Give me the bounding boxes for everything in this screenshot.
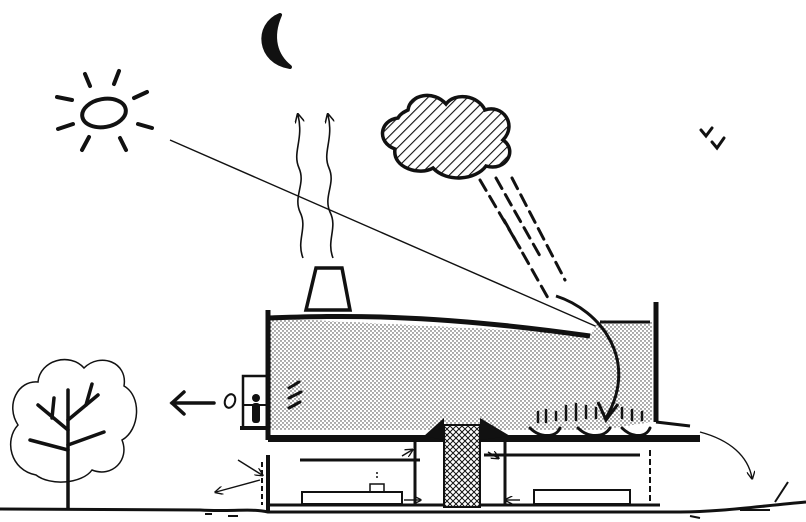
arrow-left-icon	[172, 392, 214, 414]
sun-icon	[57, 71, 152, 150]
heat-waves	[297, 115, 333, 258]
chimney	[306, 268, 350, 310]
moon-icon	[263, 15, 290, 67]
tree-icon	[11, 360, 137, 508]
birds-icon	[701, 128, 724, 148]
rain-streaks	[480, 178, 565, 298]
pot-icon	[223, 393, 237, 410]
lamp-icon	[370, 472, 384, 492]
person-icon	[252, 394, 260, 423]
airflow-arrows	[216, 432, 752, 500]
cloud-icon	[383, 95, 510, 178]
house-section	[262, 302, 700, 512]
